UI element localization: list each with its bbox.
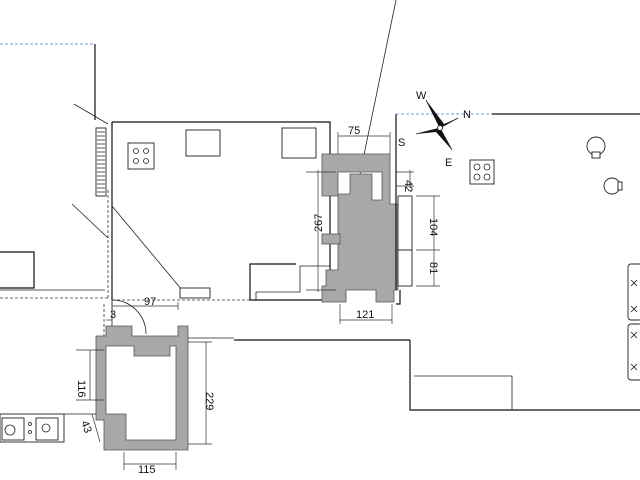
cooktop-icon [127, 142, 155, 170]
chimney-wall-notch [321, 233, 341, 245]
radiator-icon [95, 127, 107, 197]
dimension-label-121: 121 [356, 309, 374, 321]
dimension-label-116: 116 [75, 380, 87, 398]
right-building-corner [396, 290, 401, 305]
dimension-label-75: 75 [348, 125, 360, 137]
compass-label-south: S [398, 137, 405, 149]
compass-label-north: N [463, 109, 471, 121]
diagonal-line-lower [71, 203, 109, 239]
compass-label-west: W [416, 90, 427, 102]
lower-room-walls [95, 325, 189, 451]
kitchen-step-line [255, 265, 330, 300]
kitchen-diagonal [111, 205, 183, 291]
fridge-unit [281, 127, 317, 159]
diagonal-line-upper [73, 103, 109, 125]
compass-label-east: E [445, 157, 452, 169]
kitchen-counter-icon [0, 413, 96, 443]
toilet-icon [586, 136, 606, 159]
dimension-label-97: 97 [144, 296, 156, 308]
basin-icon [603, 177, 623, 195]
cooktop-right-icon [469, 159, 495, 185]
dimension-label-43: 43 [78, 419, 93, 435]
dimension-label-81: 81 [427, 262, 439, 274]
dimension-label-229: 229 [203, 392, 215, 410]
bay-window-upper [397, 195, 413, 251]
dimension-label-267: 267 [313, 214, 325, 232]
sink-unit [185, 129, 221, 157]
right-building-step [414, 375, 513, 410]
sofa-icon [627, 263, 640, 381]
kitchen-room-walls [112, 121, 331, 301]
kitchen-mat [179, 287, 211, 299]
dimension-label-104: 104 [427, 218, 439, 236]
compass-rose-icon [415, 99, 459, 151]
right-building-lower-wall [409, 340, 640, 411]
dimension-label-115: 115 [138, 464, 156, 476]
dimension-label-42-right: 42 [402, 180, 414, 192]
chimney-wall-block [321, 153, 399, 303]
dimension-lines [76, 132, 440, 470]
left-room-outline [0, 251, 35, 289]
bay-window-lower [397, 249, 413, 287]
dimension-label-3: 3 [110, 309, 116, 321]
